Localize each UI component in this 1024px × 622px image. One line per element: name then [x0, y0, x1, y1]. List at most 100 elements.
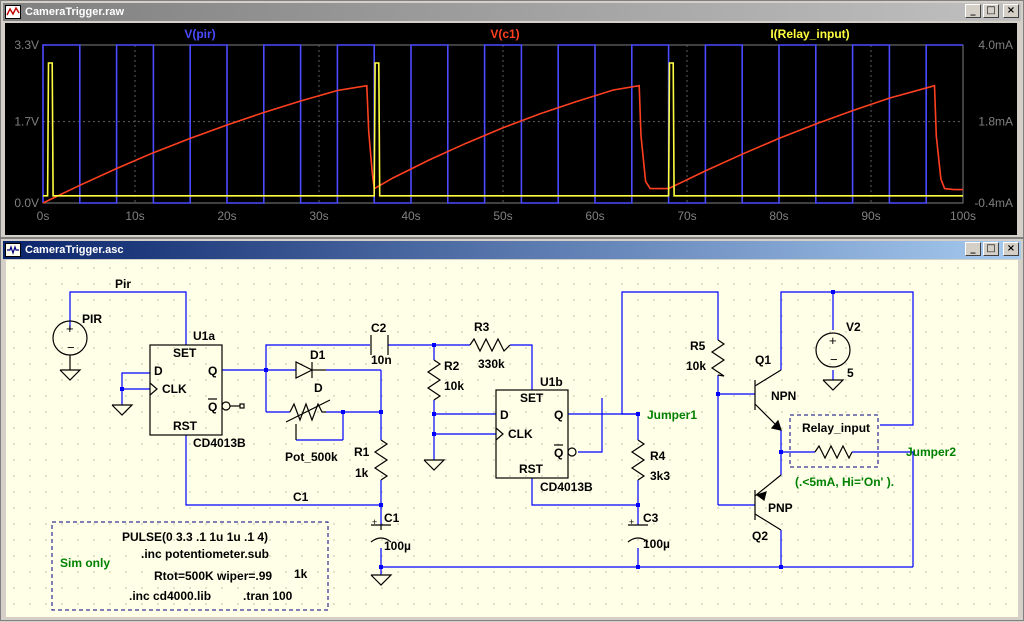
r2-value: 10k — [444, 379, 464, 393]
svg-text:+: + — [372, 517, 377, 527]
r5-label: R5 — [690, 339, 706, 353]
spice-directives: PULSE(0 3.3 .1 1u 1u .1 4) .inc potentio… — [60, 530, 308, 603]
u1a-d-pin: D — [154, 364, 163, 378]
chart-grid — [43, 45, 963, 203]
relay-input-label: Relay_input — [802, 421, 870, 435]
c1-net-label: C1 — [293, 490, 309, 504]
jumper1-label: Jumper1 — [647, 408, 697, 422]
d1-label: D1 — [310, 348, 326, 362]
x-tick-label: 40s — [401, 209, 420, 223]
x-tick-label: 70s — [677, 209, 696, 223]
waveform-plot-area[interactable]: 0s 10s 20s 30s 40s 50s 60s 70s 80s 90s 100s 3.3V 1.7… — [5, 23, 1017, 235]
x-tick-label: 50s — [493, 209, 512, 223]
u1a-label: U1a — [193, 329, 215, 343]
c3-value: 100µ — [643, 537, 670, 551]
svg-text:+: + — [829, 333, 837, 348]
r1-label: R1 — [354, 445, 370, 459]
u1a-set-pin: SET — [173, 346, 197, 360]
u1a-rst-pin: RST — [173, 419, 198, 433]
chart-series-lines — [43, 45, 963, 203]
legend-item: V(c1) — [490, 27, 519, 41]
pulse-directive[interactable]: PULSE(0 3.3 .1 1u 1u .1 4) — [122, 530, 268, 544]
inc-potentiometer-directive[interactable]: .inc potentiometer.sub — [141, 547, 269, 561]
d1-model: D — [314, 381, 323, 395]
c3-label: C3 — [643, 511, 659, 525]
u1b-d-pin: D — [500, 408, 509, 422]
r4-label: R4 — [650, 449, 666, 463]
schematic-window-title: CameraTrigger.asc — [25, 244, 123, 256]
u1a-part-label: CD4013B — [193, 436, 246, 450]
c2-value: 10n — [371, 353, 392, 367]
series-line-0 — [43, 45, 963, 203]
y-left-tick-label: 0.0V — [14, 196, 39, 210]
pot-label: Pot_500k — [285, 450, 338, 464]
schematic-app-icon — [5, 243, 21, 257]
x-tick-label: 90s — [861, 209, 880, 223]
svg-text:+: + — [629, 517, 634, 527]
restore-button[interactable]: □ — [983, 242, 999, 256]
minimize-button[interactable]: _ — [965, 4, 981, 18]
pir-source-label: PIR — [82, 312, 102, 326]
r5-value: 10k — [686, 359, 706, 373]
x-tick-label: 20s — [217, 209, 236, 223]
legend-item: V(pir) — [184, 27, 215, 41]
schematic-titlebar[interactable]: CameraTrigger.asc _ □ × — [3, 241, 1021, 259]
x-tick-label: 80s — [769, 209, 788, 223]
inc-cd4000-directive[interactable]: .inc cd4000.lib — [129, 589, 211, 603]
chart-legend: V(pir) V(c1) I(Relay_input) — [184, 27, 849, 41]
x-tick-label: 10s — [125, 209, 144, 223]
v2-label: V2 — [846, 320, 861, 334]
jumper2-label: Jumper2 — [906, 445, 956, 459]
minimize-button[interactable]: _ — [965, 242, 981, 256]
y-left-tick-label: 1.7V — [14, 115, 39, 129]
r4-value: 3k3 — [650, 469, 670, 483]
y-left-tick-label: 3.3V — [14, 38, 39, 52]
rtot-param[interactable]: Rtot=500K wiper=.99 — [154, 569, 272, 583]
y-right-tick-label: 4.0mA — [978, 38, 1013, 52]
u1b-rst-pin: RST — [519, 462, 544, 476]
waveform-app-icon — [5, 5, 21, 19]
pir-net-label: Pir — [115, 277, 131, 291]
relay-note: (.<5mA, Hi='On' ). — [795, 475, 894, 489]
r2-label: R2 — [444, 359, 460, 373]
legend-item: I(Relay_input) — [770, 27, 849, 41]
q2-model: PNP — [768, 501, 793, 515]
sim-only-label: Sim only — [60, 556, 110, 570]
u1b-part-label: CD4013B — [540, 480, 593, 494]
schematic-drawing[interactable]: +− +− + + Pir PIR U1a SET D CLK Q Q RST … — [6, 260, 1018, 617]
close-button[interactable]: × — [1003, 4, 1019, 18]
plot-frame — [43, 45, 963, 203]
r3-value: 330k — [478, 357, 505, 371]
c2-label: C2 — [371, 321, 387, 335]
u1b-clk-pin: CLK — [508, 427, 533, 441]
rtot-unit: 1k — [294, 567, 308, 581]
restore-button[interactable]: □ — [983, 4, 999, 18]
x-tick-label: 0s — [37, 209, 50, 223]
x-tick-label: 60s — [585, 209, 604, 223]
waveform-titlebar[interactable]: CameraTrigger.raw _ □ × — [3, 3, 1021, 21]
tran-directive[interactable]: .tran 100 — [243, 589, 293, 603]
waveform-chart[interactable]: 0s 10s 20s 30s 40s 50s 60s 70s 80s 90s 100s 3.3V 1.7… — [5, 23, 1017, 235]
y-right-tick-label: -0.4mA — [974, 196, 1013, 210]
r1-value: 1k — [355, 466, 369, 480]
waveform-window: CameraTrigger.raw _ □ × 0s 10s 20s 30s 40s 50… — [0, 0, 1024, 238]
svg-text:−: − — [830, 352, 838, 367]
svg-text:−: − — [67, 340, 75, 355]
x-tick-label: 30s — [309, 209, 328, 223]
close-button[interactable]: × — [1003, 242, 1019, 256]
q2-label: Q2 — [752, 529, 768, 543]
c1-value: 100µ — [384, 539, 411, 553]
y-right-tick-label: 1.8mA — [978, 115, 1013, 129]
u1b-label: U1b — [540, 375, 563, 389]
svg-text:+: + — [66, 321, 74, 336]
x-tick-label: 100s — [950, 209, 976, 223]
c1-label: C1 — [384, 511, 400, 525]
u1a-qbar-pin: Q — [208, 400, 217, 414]
u1b-qbar-pin: Q — [554, 446, 563, 460]
v2-value: 5 — [847, 366, 854, 380]
u1b-q-pin: Q — [554, 408, 563, 422]
u1a-q-pin: Q — [208, 364, 217, 378]
schematic-canvas[interactable]: +− +− + + Pir PIR U1a SET D CLK Q Q RST … — [6, 260, 1018, 617]
waveform-window-title: CameraTrigger.raw — [25, 6, 124, 18]
u1a-clk-pin: CLK — [162, 382, 187, 396]
